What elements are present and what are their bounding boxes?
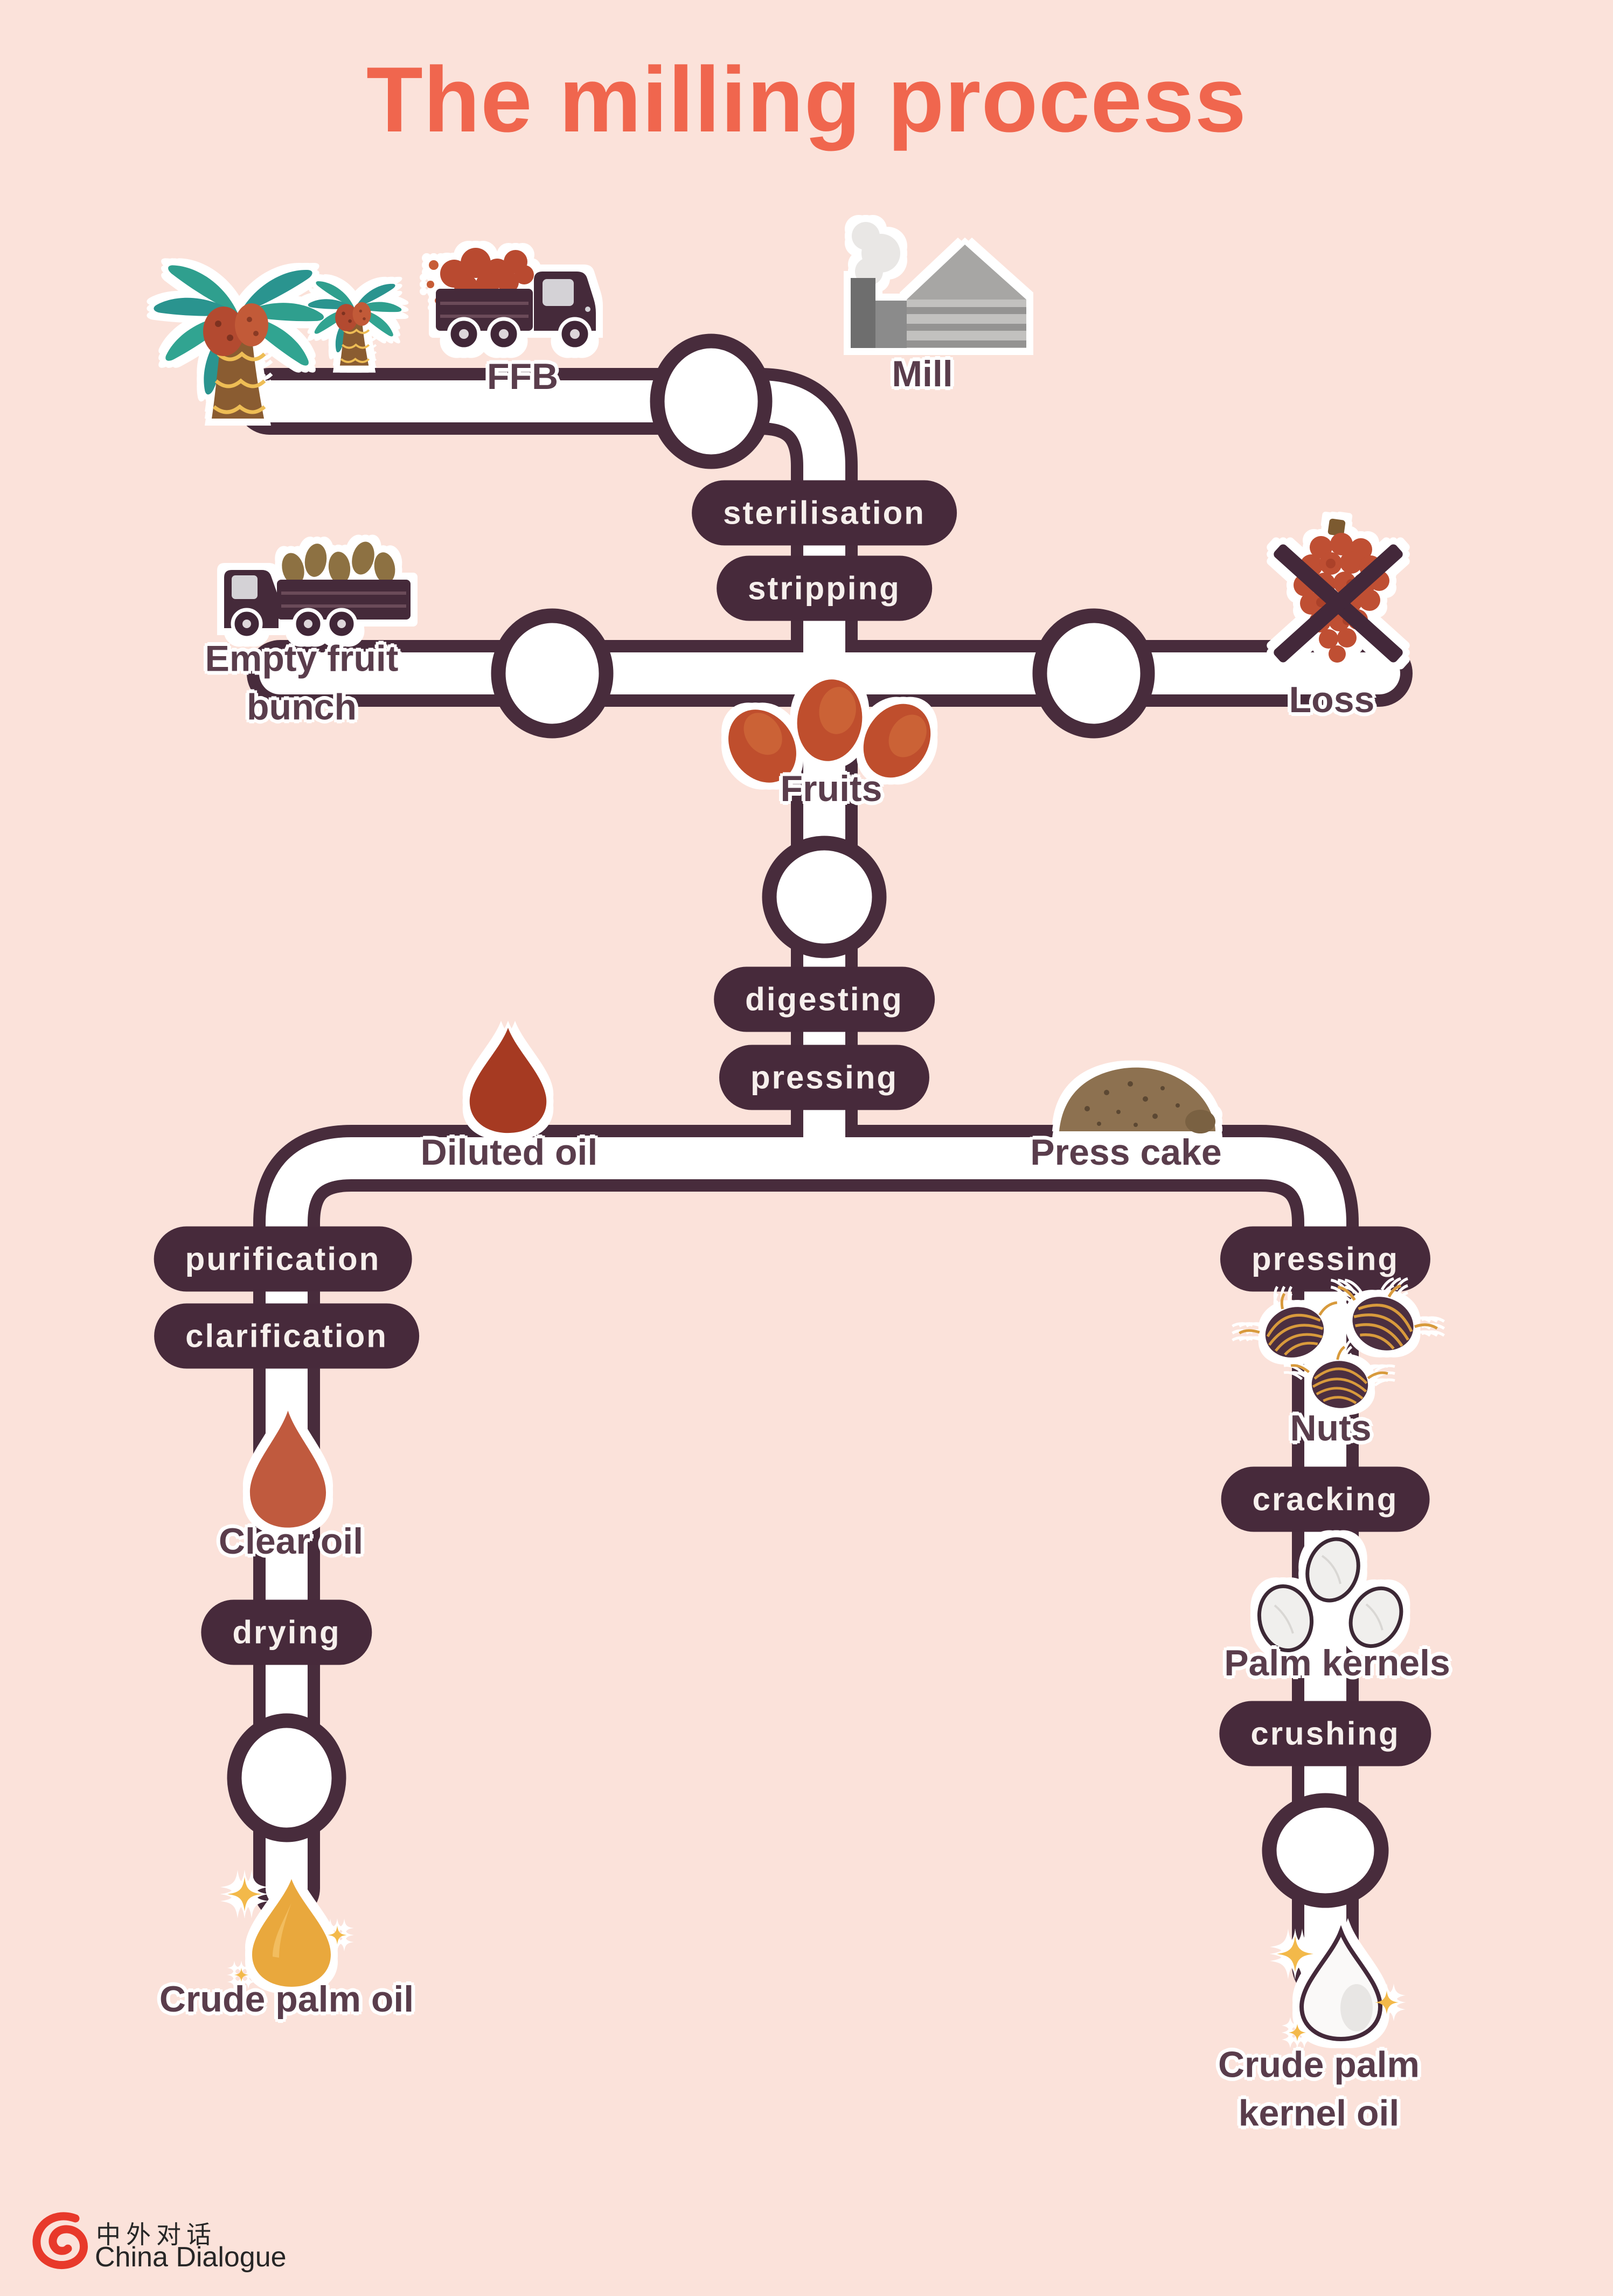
label-empty-fruit-bunch: Empty fruit bunch	[205, 638, 399, 727]
empty-fruit-bunch-truck-icon	[217, 521, 421, 645]
label-loss: Loss	[1289, 679, 1375, 721]
ffb-truck-icon	[427, 220, 638, 360]
pipe-split-outline	[253, 1125, 1359, 2000]
mill-icon	[805, 214, 1037, 360]
palm-trees-icon	[137, 229, 407, 423]
press-cake-icon	[1055, 1060, 1222, 1136]
pipe-split-fill	[266, 1137, 1346, 1987]
loss-icon	[1271, 516, 1406, 688]
stage-pill-clarification: clarification	[154, 1303, 419, 1369]
crude-palm-oil-drop-icon	[227, 1869, 349, 1993]
stage-pill-cracking: cracking	[1221, 1466, 1430, 1532]
fruits-icon	[719, 665, 935, 789]
label-palm-kernels: Palm kernels	[1224, 1643, 1450, 1684]
logo-chinese-text: 中外对话	[96, 2221, 217, 2249]
logo-english-text: China Dialogue	[95, 2242, 287, 2273]
china-dialogue-logo-icon	[32, 2212, 88, 2270]
label-fruits: Fruits	[780, 768, 882, 810]
label-clear-oil: Clear oil	[218, 1521, 364, 1562]
palm-kernels-icon	[1251, 1536, 1413, 1660]
valve-node-cpo	[227, 1713, 346, 1842]
valve-node-efb	[491, 608, 614, 739]
label-ffb: FFB	[486, 356, 559, 398]
valve-node-cpko	[1262, 1793, 1389, 1908]
crude-palm-kernel-oil-drop-icon	[1277, 1921, 1399, 2050]
valve-node-mill	[650, 333, 773, 469]
label-press-cake: Press cake	[1030, 1132, 1222, 1173]
valve-node-loss	[1032, 608, 1155, 739]
stage-pill-digesting: digesting	[714, 966, 935, 1032]
label-crude-palm-oil: Crude palm oil	[159, 1979, 414, 2020]
clear-oil-drop-icon	[249, 1407, 327, 1530]
stage-pill-purification: purification	[154, 1226, 412, 1292]
valve-node-fruits	[762, 836, 887, 958]
label-diluted-oil: Diluted oil	[420, 1132, 598, 1173]
stage-pill-pressing-kernel: pressing	[1220, 1226, 1431, 1292]
nuts-icon	[1247, 1285, 1425, 1420]
page-title: The milling process	[366, 48, 1247, 151]
stage-pill-sterilisation: sterilisation	[692, 480, 957, 546]
stage-pill-drying: drying	[201, 1599, 372, 1665]
stage-pill-stripping: stripping	[717, 555, 932, 621]
label-mill: Mill	[892, 353, 953, 395]
stage-pill-crushing: crushing	[1219, 1701, 1431, 1766]
diluted-oil-drop-icon	[468, 1025, 548, 1135]
label-crude-palm-kernel-oil: Crude palm kernel oil	[1218, 2044, 1420, 2133]
stage-pill-pressing-main: pressing	[719, 1045, 930, 1110]
label-nuts: Nuts	[1290, 1408, 1372, 1449]
